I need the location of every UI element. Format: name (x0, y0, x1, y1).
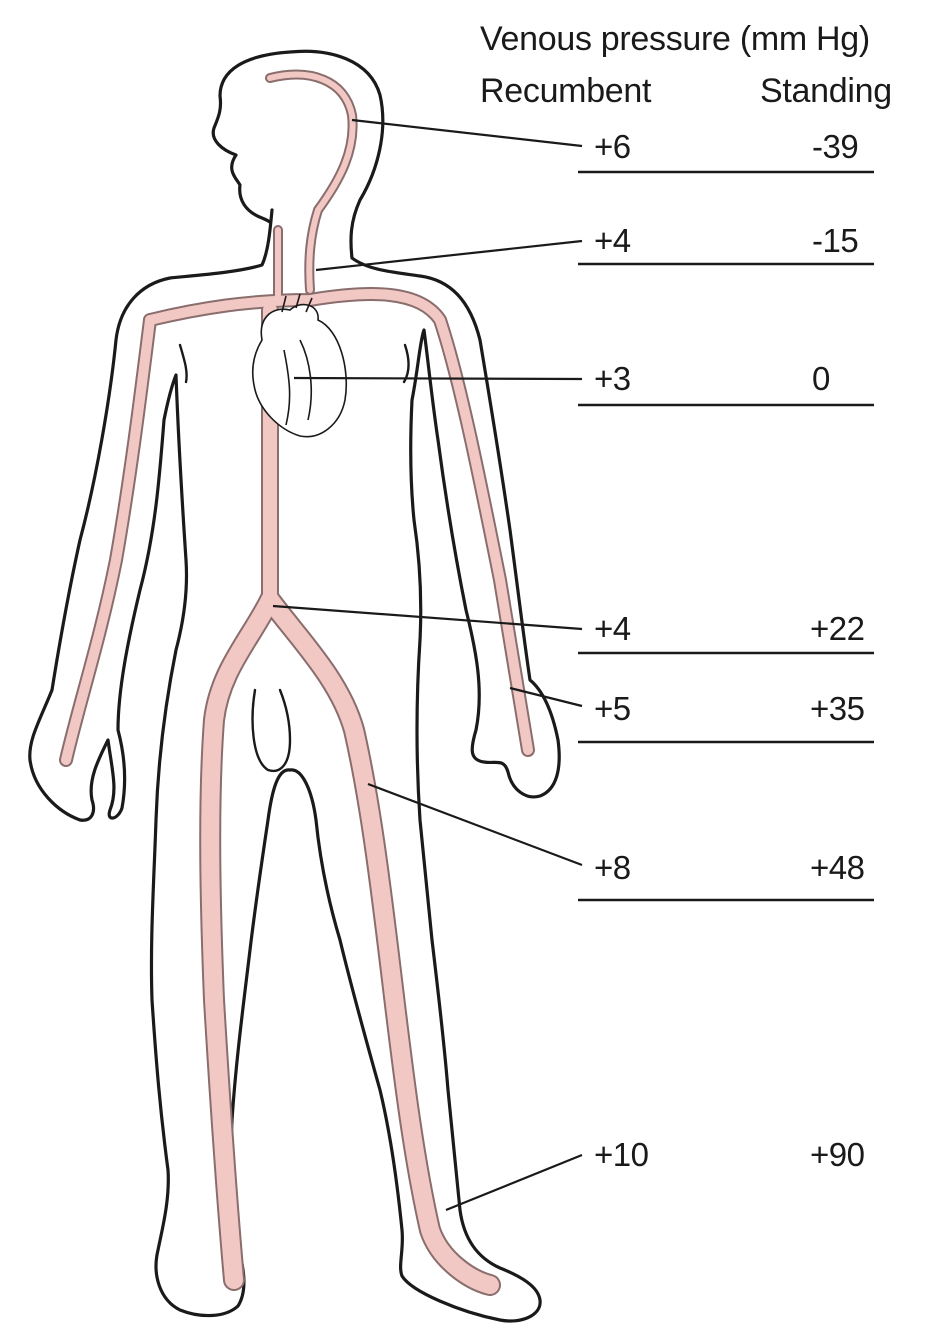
leader-atrium (294, 378, 582, 379)
leader-neck (316, 241, 582, 270)
recumbent-value-thigh: +8 (594, 849, 631, 887)
column-header-standing: Standing (760, 72, 892, 111)
standing-value-thigh: +48 (810, 849, 864, 887)
standing-value-head: -39 (812, 128, 858, 166)
leader-foot (446, 1155, 582, 1210)
standing-value-foot: +90 (810, 1136, 864, 1174)
row-rules (578, 172, 874, 900)
recumbent-value-atrium: +3 (594, 360, 631, 398)
column-header-recumbent: Recumbent (480, 72, 651, 111)
recumbent-value-hand: +5 (594, 690, 631, 728)
recumbent-value-foot: +10 (594, 1136, 648, 1174)
standing-value-abdomen: +22 (810, 610, 864, 648)
leader-head (352, 120, 582, 146)
recumbent-value-abdomen: +4 (594, 610, 631, 648)
standing-value-hand: +35 (810, 690, 864, 728)
standing-value-atrium: 0 (812, 360, 830, 398)
recumbent-value-neck: +4 (594, 222, 631, 260)
figure-title: Venous pressure (mm Hg) (480, 20, 870, 59)
recumbent-value-head: +6 (594, 128, 631, 166)
standing-value-neck: -15 (812, 222, 858, 260)
human-body-outline (30, 51, 559, 1321)
